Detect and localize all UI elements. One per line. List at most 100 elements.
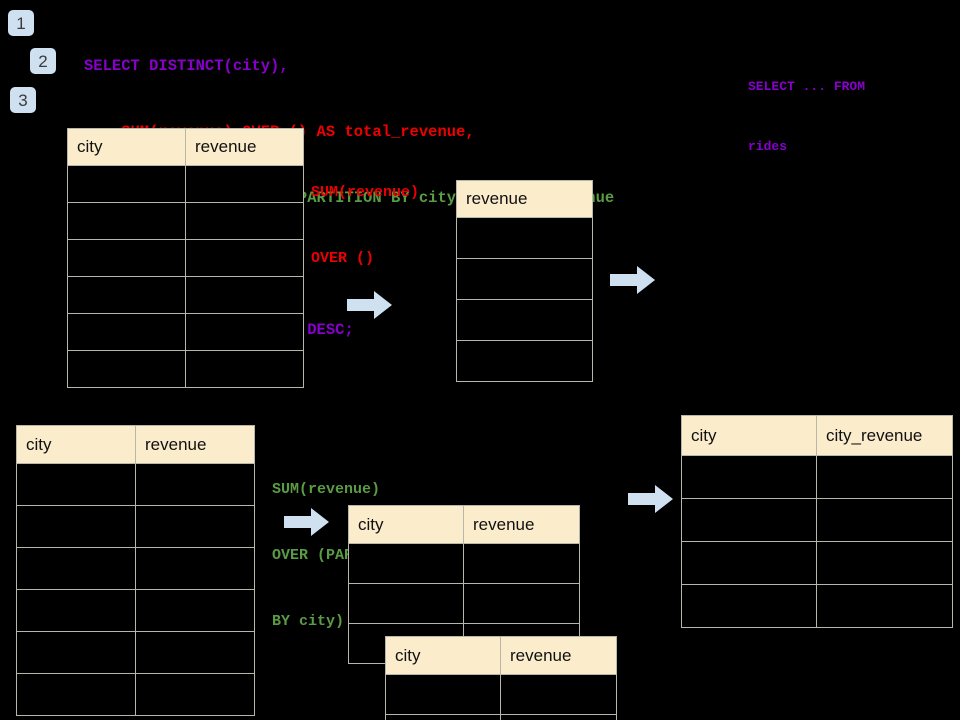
table-body xyxy=(385,674,617,720)
cell-revenue xyxy=(135,505,255,548)
table-body xyxy=(67,165,304,388)
cell-city xyxy=(348,543,464,584)
table-total-revenue: revenue xyxy=(456,180,593,382)
table-row xyxy=(681,541,953,585)
table-source-bottom: city revenue xyxy=(16,425,255,716)
cell-city xyxy=(681,498,817,542)
sql-line-1: SELECT DISTINCT(city), xyxy=(84,57,289,75)
cell-city xyxy=(16,505,136,548)
table-header-row: city revenue xyxy=(348,505,580,544)
column-header-revenue: revenue xyxy=(500,636,617,675)
side-note-line-1: SELECT ... FROM xyxy=(748,79,866,94)
side-note-select-from: SELECT ... FROM rides xyxy=(748,37,865,197)
cell-city xyxy=(16,589,136,632)
table-body xyxy=(456,217,593,382)
cell-city xyxy=(67,276,186,314)
column-header-revenue: revenue xyxy=(185,128,304,166)
cell-city-revenue xyxy=(816,455,953,499)
table-row xyxy=(348,583,580,624)
cell-revenue xyxy=(456,299,593,341)
cell-city xyxy=(16,463,136,506)
cell-city xyxy=(16,631,136,674)
cell-city xyxy=(681,584,817,628)
column-header-revenue: revenue xyxy=(456,180,593,218)
cell-city-revenue xyxy=(816,584,953,628)
table-header-row: city revenue xyxy=(67,128,304,166)
cell-city xyxy=(681,455,817,499)
cell-city xyxy=(67,350,186,388)
table-result: city city_revenue xyxy=(681,415,953,628)
table-header-row: revenue xyxy=(456,180,593,218)
cell-city xyxy=(67,165,186,203)
cell-revenue xyxy=(185,350,304,388)
column-header-city: city xyxy=(681,415,817,456)
step-badge-3-label: 3 xyxy=(18,90,28,110)
column-header-city: city xyxy=(67,128,186,166)
table-row xyxy=(456,340,593,382)
table-row xyxy=(681,455,953,499)
table-body xyxy=(16,463,255,716)
column-header-city: city xyxy=(348,505,464,544)
step-badge-1: 1 xyxy=(8,10,34,36)
cell-revenue xyxy=(456,217,593,259)
table-row xyxy=(456,217,593,259)
cell-revenue xyxy=(500,674,617,715)
cell-city xyxy=(67,313,186,351)
table-source-top: city revenue xyxy=(67,128,304,388)
arrow-icon-top-left xyxy=(347,290,393,320)
table-row xyxy=(16,505,255,548)
step-badge-1-label: 1 xyxy=(16,13,26,33)
step-badge-2: 2 xyxy=(30,48,56,74)
cell-revenue xyxy=(185,239,304,277)
table-row xyxy=(385,674,617,715)
cell-city xyxy=(348,583,464,624)
column-header-revenue: revenue xyxy=(463,505,580,544)
cell-revenue xyxy=(135,547,255,590)
table-row xyxy=(67,350,304,388)
table-row xyxy=(385,714,617,720)
cell-city xyxy=(67,239,186,277)
side-note-line-2: rides xyxy=(748,139,788,154)
annotation-over-partition-line-3: BY city) xyxy=(272,613,345,630)
cell-revenue xyxy=(135,589,255,632)
cell-revenue xyxy=(456,258,593,300)
table-row xyxy=(456,258,593,300)
annotation-over-partition-line-1: SUM(revenue) xyxy=(272,481,381,498)
cell-revenue xyxy=(463,583,580,624)
cell-revenue xyxy=(135,463,255,506)
table-row xyxy=(67,276,304,314)
cell-city xyxy=(16,673,136,716)
annotation-over-empty-line-2: OVER () xyxy=(311,250,375,267)
table-header-row: city revenue xyxy=(385,636,617,675)
cell-revenue xyxy=(456,340,593,382)
column-header-revenue: revenue xyxy=(135,425,255,464)
column-header-city-revenue: city_revenue xyxy=(816,415,953,456)
table-row xyxy=(67,202,304,240)
table-row xyxy=(348,543,580,584)
table-row xyxy=(16,673,255,716)
table-row xyxy=(16,463,255,506)
cell-city xyxy=(385,714,501,720)
annotation-over-empty: SUM(revenue) OVER () xyxy=(311,138,419,314)
cell-city-revenue xyxy=(816,498,953,542)
cell-revenue xyxy=(135,631,255,674)
column-header-city: city xyxy=(16,425,136,464)
cell-city xyxy=(681,541,817,585)
table-row xyxy=(16,547,255,590)
table-row xyxy=(67,313,304,351)
cell-revenue xyxy=(185,276,304,314)
table-row xyxy=(681,584,953,628)
arrow-icon-bottom-right xyxy=(628,484,674,514)
cell-revenue xyxy=(135,673,255,716)
arrow-icon-top-right xyxy=(610,265,656,295)
arrow-icon-bottom-left xyxy=(284,507,330,537)
step-badge-2-label: 2 xyxy=(38,51,48,71)
table-row xyxy=(16,631,255,674)
annotation-over-empty-line-1: SUM(revenue) xyxy=(311,184,420,201)
step-badge-3: 3 xyxy=(10,87,36,113)
table-row xyxy=(67,165,304,203)
table-header-row: city revenue xyxy=(16,425,255,464)
cell-city xyxy=(16,547,136,590)
cell-revenue xyxy=(500,714,617,720)
